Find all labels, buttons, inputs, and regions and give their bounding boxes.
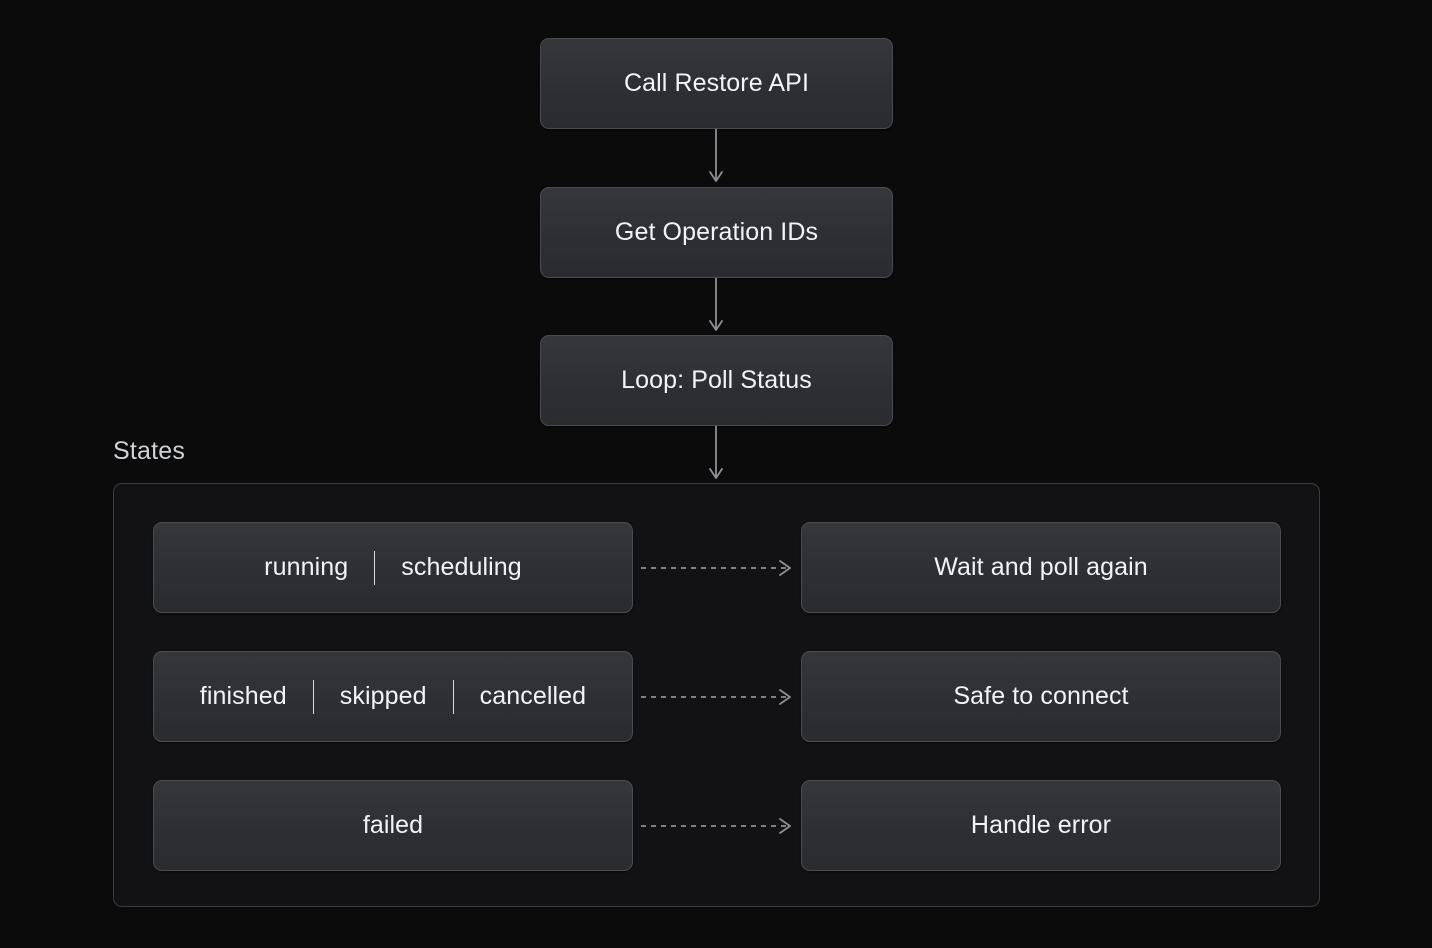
state-row: running scheduling Wait and poll again — [114, 522, 1319, 613]
arrow-down-icon — [709, 278, 723, 331]
state-node-failed[interactable]: failed — [153, 780, 633, 871]
flow-node-loop-poll-status[interactable]: Loop: Poll Status — [540, 335, 893, 426]
outcome-node-wait-and-poll-again[interactable]: Wait and poll again — [801, 522, 1281, 613]
states-group-container: running scheduling Wait and poll again f… — [113, 483, 1320, 907]
outcome-node-label: Handle error — [970, 811, 1112, 839]
state-token: failed — [362, 811, 424, 839]
state-node-running-scheduling[interactable]: running scheduling — [153, 522, 633, 613]
state-token: scheduling — [401, 553, 522, 581]
flow-node-label: Loop: Poll Status — [621, 366, 812, 394]
state-separator — [374, 550, 376, 585]
state-row: finished skipped cancelled Safe to conne… — [114, 651, 1319, 742]
dashed-arrow-right-icon — [641, 560, 791, 576]
states-group-label: States — [113, 437, 186, 465]
state-separator — [312, 679, 314, 714]
outcome-node-label: Safe to connect — [953, 682, 1129, 710]
state-node-finished-skipped-cancelled[interactable]: finished skipped cancelled — [153, 651, 633, 742]
state-token: cancelled — [479, 682, 587, 710]
state-row: failed Handle error — [114, 780, 1319, 871]
dashed-arrow-right-icon — [641, 818, 791, 834]
outcome-node-handle-error[interactable]: Handle error — [801, 780, 1281, 871]
arrow-down-icon — [709, 129, 723, 182]
state-token: finished — [199, 682, 287, 710]
arrow-down-icon — [709, 426, 723, 479]
flow-node-get-operation-ids[interactable]: Get Operation IDs — [540, 187, 893, 278]
state-separator — [452, 679, 454, 714]
outcome-node-safe-to-connect[interactable]: Safe to connect — [801, 651, 1281, 742]
flow-node-call-restore-api[interactable]: Call Restore API — [540, 38, 893, 129]
flow-node-label: Call Restore API — [623, 69, 809, 97]
outcome-node-label: Wait and poll again — [934, 553, 1148, 581]
flow-node-label: Get Operation IDs — [614, 218, 819, 246]
dashed-arrow-right-icon — [641, 689, 791, 705]
state-token: running — [264, 553, 349, 581]
state-token: skipped — [339, 682, 427, 710]
